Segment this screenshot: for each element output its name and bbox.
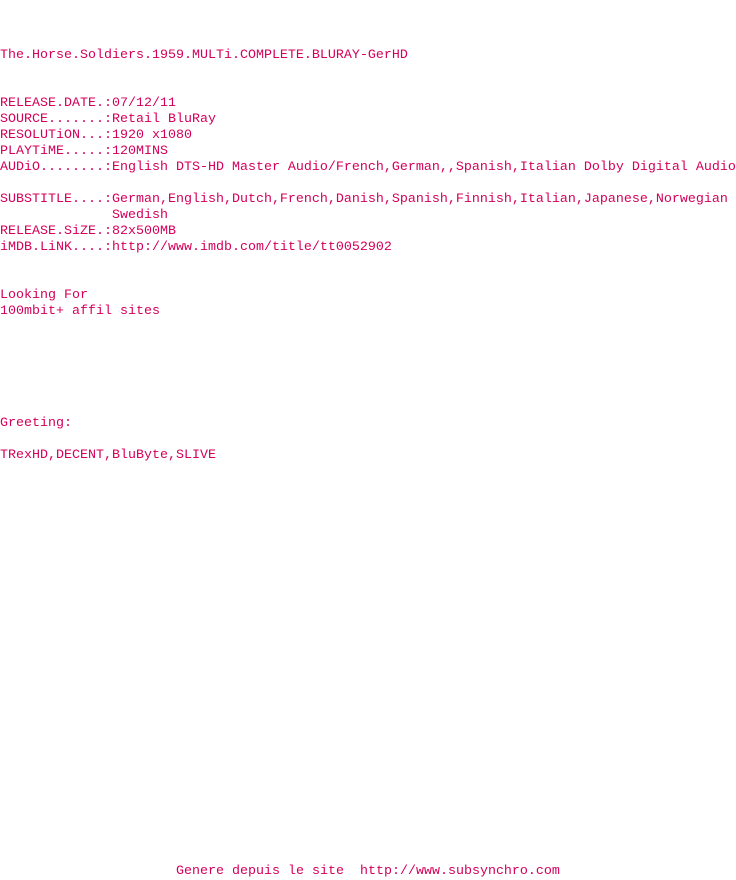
blank-line — [0, 64, 736, 80]
nfo-line: Greeting: — [0, 416, 72, 431]
blank-line — [0, 432, 736, 448]
nfo-line: SOURCE.......:Retail BluRay — [0, 112, 216, 127]
footer-text: Genere depuis le site — [176, 864, 360, 879]
nfo-line: AUDiO........:English DTS-HD Master Audi… — [0, 160, 736, 175]
nfo-line: RELEASE.DATE.:07/12/11 — [0, 96, 176, 111]
blank-line — [0, 368, 736, 384]
nfo-line: The.Horse.Soldiers.1959.MULTi.COMPLETE.B… — [0, 48, 408, 63]
blank-line — [0, 176, 736, 192]
nfo-line[interactable]: iMDB.LiNK....:http://www.imdb.com/title/… — [0, 240, 392, 255]
nfo-line: 100mbit+ affil sites — [0, 304, 160, 319]
blank-line — [0, 16, 736, 32]
nfo-line: Swedish — [0, 208, 168, 223]
nfo-line: TRexHD,DECENT,BluByte,SLIVE — [0, 448, 216, 463]
nfo-line: RELEASE.SiZE.:82x500MB — [0, 224, 176, 239]
blank-line — [0, 272, 736, 288]
blank-line — [0, 256, 736, 272]
blank-line — [0, 352, 736, 368]
nfo-text: The.Horse.Soldiers.1959.MULTi.COMPLETE.B… — [0, 0, 736, 463]
footer-link[interactable]: http://www.subsynchro.com — [359, 864, 560, 879]
footer: Genere depuis le site http://www.subsync… — [176, 864, 560, 880]
blank-line — [0, 384, 736, 400]
nfo-line: SUBSTITLE....:German,English,Dutch,Frenc… — [0, 192, 728, 207]
blank-line — [0, 0, 736, 16]
blank-line — [0, 80, 736, 96]
nfo-line: PLAYTiME.....:120MINS — [0, 144, 168, 159]
nfo-line: Looking For — [0, 288, 88, 303]
blank-line — [0, 336, 736, 352]
blank-line — [0, 320, 736, 336]
blank-line — [0, 400, 736, 416]
blank-line — [0, 32, 736, 48]
nfo-line: RESOLUTiON...:1920 x1080 — [0, 128, 192, 143]
